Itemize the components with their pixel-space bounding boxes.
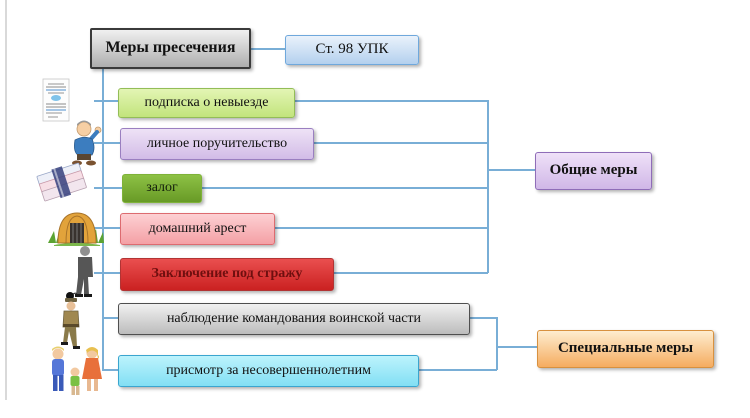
measure-label: домашний арест <box>148 220 247 236</box>
left-frame-line <box>5 0 7 400</box>
prisoner-icon <box>66 246 93 300</box>
document-icon <box>42 78 70 122</box>
measure-minor-supervision-box: присмотр за несовершеннолетним <box>118 355 419 387</box>
collector-link-line <box>417 369 497 371</box>
measure-label: наблюдение командования воинской части <box>166 310 422 326</box>
branch-line <box>94 272 120 274</box>
group-box-special: Специальные меры <box>537 330 714 368</box>
branch-line <box>94 100 118 102</box>
soldier-icon <box>61 298 80 349</box>
group-label: Общие меры <box>549 162 638 179</box>
collector-link-line <box>468 317 497 319</box>
branch-line <box>102 369 118 371</box>
measure-bail-box: залог <box>122 174 202 203</box>
group-label: Специальные меры <box>557 340 694 357</box>
measure-military-supervision-box: наблюдение командования воинской части <box>118 303 470 335</box>
article-reference-box: Ст. 98 УПК <box>285 35 419 65</box>
measure-label: подписка о невыезде <box>144 94 269 110</box>
measure-house-arrest-box: домашний арест <box>120 213 275 245</box>
trunk-line <box>102 65 104 371</box>
connector-root-article <box>247 48 285 50</box>
collector-link-line <box>293 100 488 102</box>
connector-to-general <box>488 169 535 171</box>
branch-line <box>94 187 122 189</box>
branch-line <box>94 142 120 144</box>
general-collector-line <box>487 100 489 273</box>
money-icon <box>36 162 87 202</box>
measure-personal-surety-box: личное поручительство <box>120 128 314 160</box>
measure-label: Заключение под стражу <box>151 266 303 282</box>
measure-travel-ban-box: подписка о невыезде <box>118 88 295 118</box>
measure-detention-box: Заключение под стражу <box>120 258 334 291</box>
measure-label: присмотр за несовершеннолетним <box>166 362 371 378</box>
collector-link-line <box>273 227 488 229</box>
root-title-label: Меры пресечения <box>105 39 236 57</box>
guarantor-person-icon <box>72 120 102 166</box>
root-title-box: Меры пресечения <box>90 28 251 69</box>
measure-label: залог <box>146 180 178 196</box>
collector-link-line <box>332 272 488 274</box>
branch-line <box>94 227 120 229</box>
special-collector-line <box>496 317 498 370</box>
group-box-general: Общие меры <box>535 152 652 190</box>
article-reference-label: Ст. 98 УПК <box>315 41 389 58</box>
connector-to-special <box>497 346 537 348</box>
branch-line <box>102 317 118 319</box>
collector-link-line <box>200 187 488 189</box>
family-icon <box>52 346 102 395</box>
house-icon <box>48 212 104 246</box>
collector-link-line <box>312 142 488 144</box>
measure-label: личное поручительство <box>146 135 288 151</box>
